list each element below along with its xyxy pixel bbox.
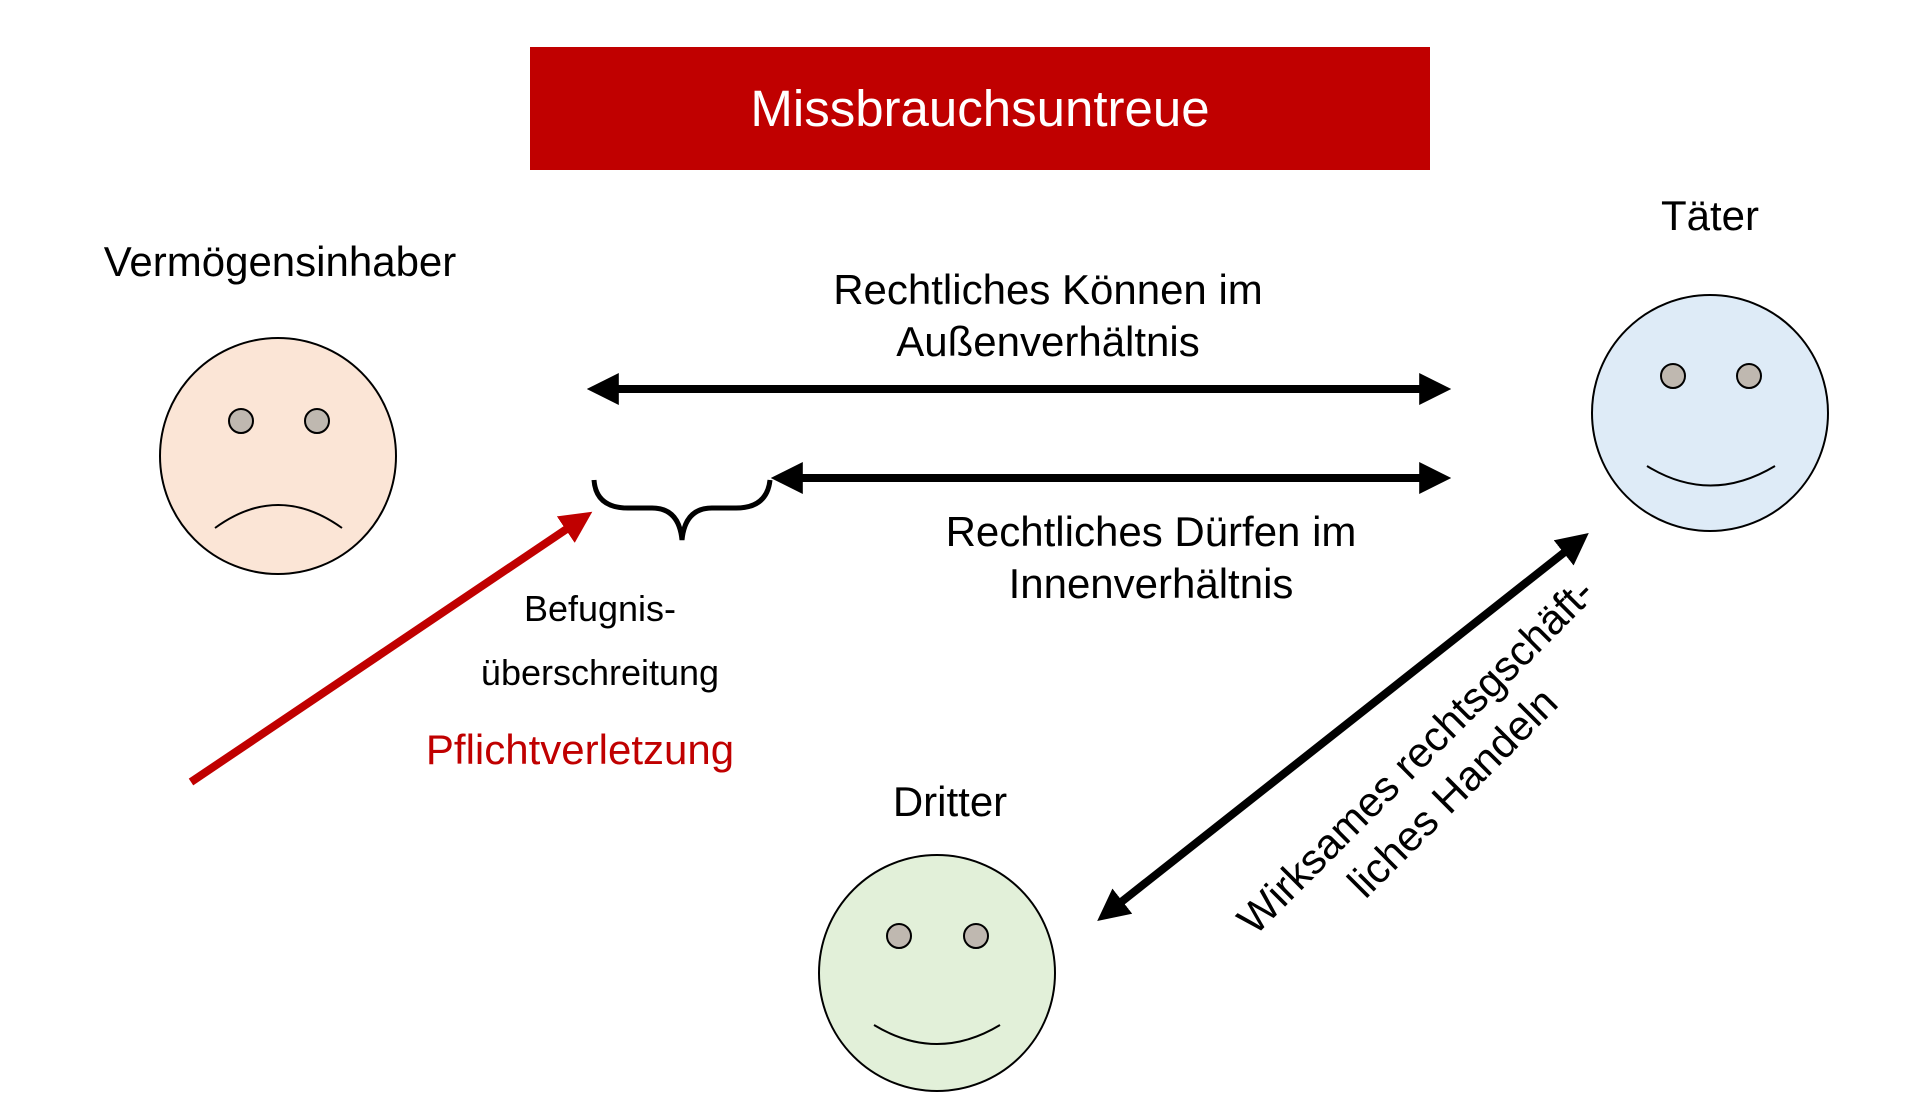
owner-label: Vermögensinhaber xyxy=(103,238,457,285)
title-banner: Missbrauchsuntreue xyxy=(530,47,1430,170)
breach-arrow xyxy=(188,511,593,786)
breach-label: Pflichtverletzung xyxy=(425,726,735,773)
internal-relation-line1: Rechtliches Dürfen im xyxy=(945,508,1357,555)
happy-face-icon xyxy=(818,854,1056,1092)
third-party-label: Dritter xyxy=(892,778,1008,825)
excess-line1: Befugnis- xyxy=(523,588,677,629)
external-relation-line2: Außenverhältnis xyxy=(896,318,1200,365)
internal-relation-label: Rechtliches Dürfen im Innenverhältnis xyxy=(851,506,1451,610)
perpetrator-label: Täter xyxy=(1660,192,1760,239)
sad-face-icon xyxy=(159,337,397,575)
internal-relation-line2: Innenverhältnis xyxy=(1008,560,1294,607)
diagram-title: Missbrauchsuntreue xyxy=(750,80,1210,137)
external-relation-line1: Rechtliches Können im xyxy=(833,266,1263,313)
happy-face-icon xyxy=(1591,294,1829,532)
excess-label: Befugnis- überschreitung xyxy=(450,577,750,705)
excess-brace xyxy=(591,479,773,541)
excess-line2: überschreitung xyxy=(480,652,720,693)
legal-action-arrow xyxy=(1097,533,1589,921)
external-relation-label: Rechtliches Können im Außenverhältnis xyxy=(748,264,1348,368)
